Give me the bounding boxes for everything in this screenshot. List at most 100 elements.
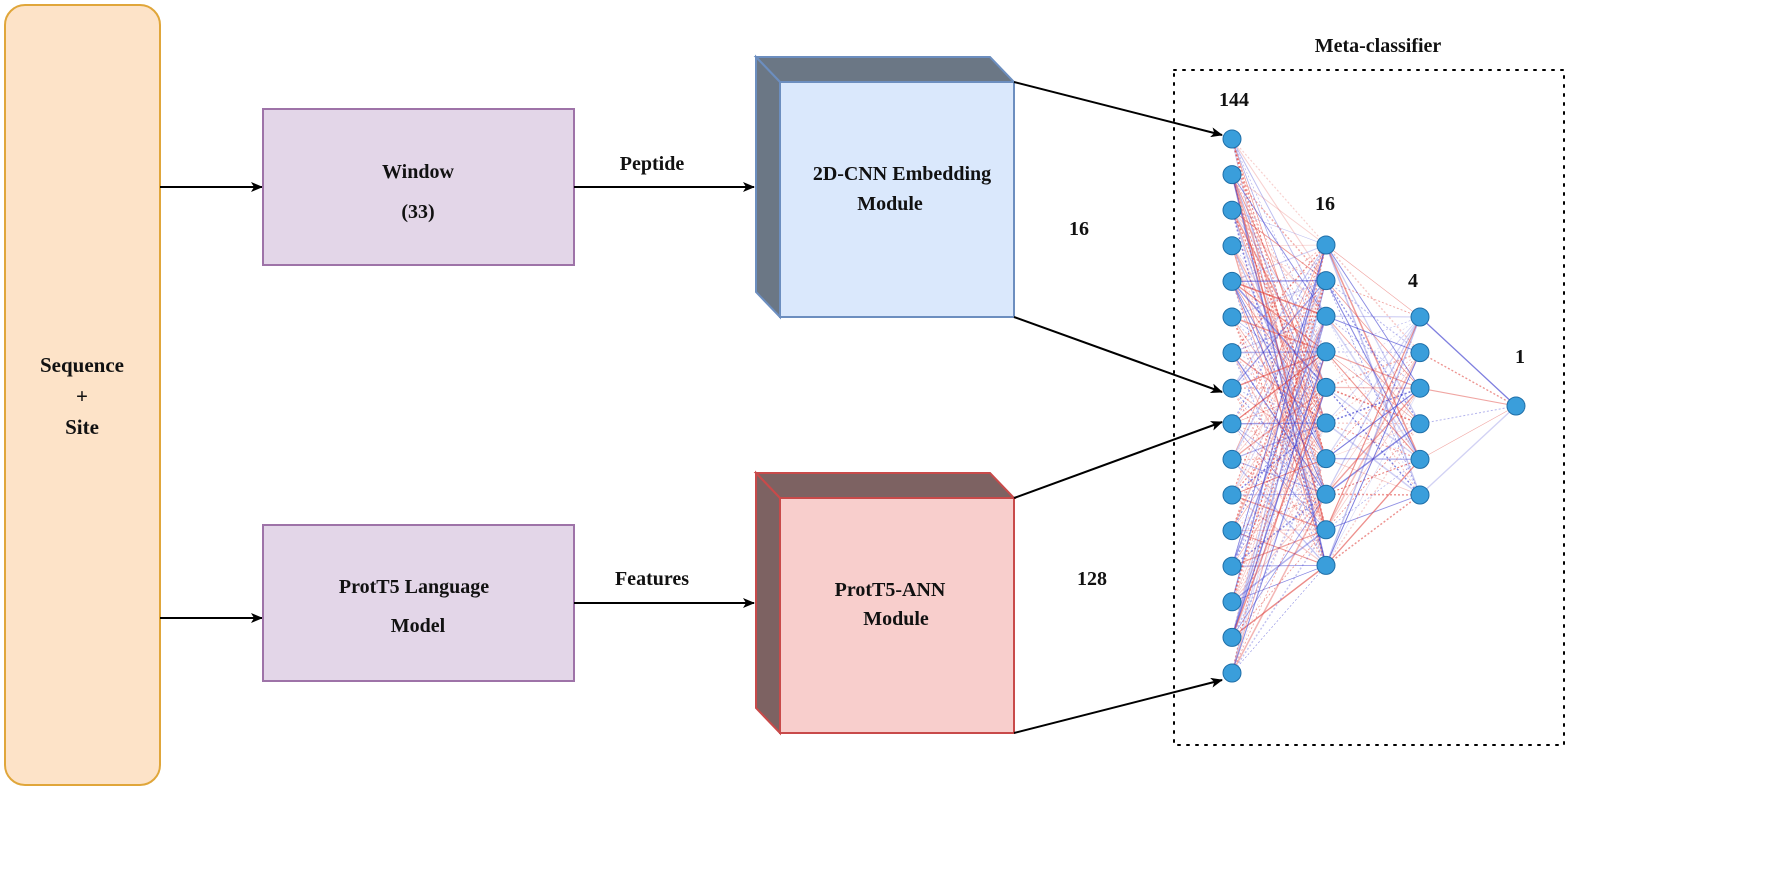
nn-edge-l0-2-0 bbox=[1231, 209, 1327, 246]
layer-label-144: 144 bbox=[1219, 89, 1249, 111]
nn-edge-l1-2-0 bbox=[1325, 315, 1421, 318]
nn-node-layer1-1 bbox=[1316, 271, 1336, 291]
nn-node-layer3-0 bbox=[1506, 396, 1526, 416]
nn-edge-l1-1-0 bbox=[1325, 280, 1421, 318]
nn-edge-l0-8-6 bbox=[1231, 423, 1327, 459]
nn-edge-l0-4-0 bbox=[1231, 244, 1327, 282]
window-label-line2: (33) bbox=[401, 201, 434, 223]
nn-node-layer0-7 bbox=[1222, 378, 1242, 398]
nn-edge-l0-1-3 bbox=[1231, 174, 1327, 352]
nn-edge-l0-3-0 bbox=[1231, 244, 1327, 247]
nn-edge-l1-6-5 bbox=[1325, 458, 1421, 496]
nn-edge-l0-0-1 bbox=[1231, 138, 1327, 281]
nn-edge-l2-4-0 bbox=[1419, 405, 1517, 460]
nn-edge-l0-15-3 bbox=[1231, 351, 1327, 674]
nn-node-layer1-6 bbox=[1316, 449, 1336, 469]
nn-edge-l0-15-8 bbox=[1231, 529, 1327, 674]
nn-edge-l1-9-0 bbox=[1325, 316, 1421, 566]
nn-node-layer0-8 bbox=[1222, 414, 1242, 434]
nn-edge-l1-7-2 bbox=[1325, 387, 1421, 495]
nn-edge-l1-0-0 bbox=[1325, 244, 1421, 318]
nn-node-layer2-5 bbox=[1410, 485, 1430, 505]
nn-node-layer0-11 bbox=[1222, 521, 1242, 541]
nn-node-layer1-2 bbox=[1316, 306, 1336, 326]
edge-label-peptide: Peptide bbox=[620, 153, 685, 175]
nn-edge-l0-2-8 bbox=[1231, 210, 1327, 530]
nn-edge-l1-3-4 bbox=[1325, 351, 1421, 460]
nn-edge-l1-3-3 bbox=[1325, 351, 1421, 425]
nn-node-layer0-10 bbox=[1222, 485, 1242, 505]
nn-edge-l2-3-0 bbox=[1419, 405, 1517, 425]
nn-edge-l0-8-1 bbox=[1231, 280, 1327, 425]
layer-label-16: 16 bbox=[1315, 193, 1335, 215]
nn-edge-l1-3-0 bbox=[1325, 316, 1421, 353]
ann-cube-top bbox=[753, 472, 1017, 499]
nn-node-layer0-5 bbox=[1222, 307, 1242, 327]
nn-edge-l0-11-4 bbox=[1231, 387, 1327, 531]
nn-edge-l1-3-2 bbox=[1325, 351, 1421, 389]
nn-edge-l1-2-3 bbox=[1325, 315, 1421, 425]
nn-node-layer0-13 bbox=[1222, 592, 1242, 612]
prott5-label-line1: ProtT5 Language bbox=[339, 576, 489, 598]
nn-edge-l1-4-1 bbox=[1325, 351, 1421, 389]
nn-node-layer0-2 bbox=[1222, 200, 1242, 220]
nn-edge-l1-7-0 bbox=[1325, 316, 1421, 495]
nn-edge-l0-4-1 bbox=[1231, 280, 1327, 282]
nn-edge-l0-13-0 bbox=[1231, 244, 1327, 602]
edge-label-features: Features bbox=[615, 568, 689, 590]
cnn-cube-top bbox=[753, 56, 1017, 83]
nn-edge-l0-13-7 bbox=[1231, 493, 1327, 603]
nn-edge-l0-14-3 bbox=[1231, 351, 1327, 638]
nn-edge-l0-12-3 bbox=[1231, 351, 1327, 567]
nn-edge-l0-8-0 bbox=[1231, 244, 1327, 425]
nn-edge-l0-7-0 bbox=[1231, 244, 1327, 389]
nn-edge-l1-9-3 bbox=[1325, 423, 1421, 566]
nn-node-layer0-0 bbox=[1222, 129, 1242, 149]
nn-edge-l1-8-4 bbox=[1325, 459, 1421, 531]
nn-edge-l1-8-0 bbox=[1325, 316, 1421, 531]
nn-edge-l0-14-0 bbox=[1231, 244, 1327, 638]
arrow-ann-bottom-to-meta bbox=[1013, 677, 1223, 734]
nn-edge-l0-0-2 bbox=[1231, 138, 1327, 317]
nn-node-layer0-12 bbox=[1222, 556, 1242, 576]
nn-edge-l0-14-2 bbox=[1231, 315, 1327, 638]
nn-edge-l0-12-4 bbox=[1231, 387, 1327, 567]
nn-edge-l0-13-3 bbox=[1231, 351, 1327, 602]
nn-node-layer0-15 bbox=[1222, 663, 1242, 683]
nn-node-layer0-1 bbox=[1222, 165, 1242, 185]
nn-edge-l0-6-4 bbox=[1231, 352, 1327, 388]
nn-node-layer2-2 bbox=[1410, 378, 1430, 398]
nn-edge-l0-15-4 bbox=[1231, 387, 1327, 674]
ann-module-label-line1: ProtT5-ANN bbox=[835, 579, 946, 601]
nn-node-layer0-14 bbox=[1222, 627, 1242, 647]
nn-edge-l1-5-0 bbox=[1325, 316, 1421, 424]
window-box bbox=[262, 108, 575, 266]
nn-nodes bbox=[1222, 129, 1526, 683]
meta-classifier: Meta-classifier 144 16 4 1 bbox=[1173, 35, 1565, 746]
cnn-module-cube: 2D-CNN Embedding Module bbox=[753, 54, 1017, 320]
meta-classifier-title: Meta-classifier bbox=[1315, 35, 1442, 57]
input-label-line3: Site bbox=[65, 415, 99, 439]
nn-node-layer0-3 bbox=[1222, 236, 1242, 256]
nn-edge-l0-5-4 bbox=[1231, 316, 1327, 388]
nn-edge-l0-2-1 bbox=[1231, 209, 1327, 281]
nn-edge-l0-8-3 bbox=[1231, 351, 1327, 425]
nn-edge-l0-3-1 bbox=[1231, 245, 1327, 282]
nn-edge-l0-4-3 bbox=[1231, 280, 1327, 353]
nn-node-layer1-8 bbox=[1316, 520, 1336, 540]
nn-node-layer1-3 bbox=[1316, 342, 1336, 362]
cnn-cube-side bbox=[755, 54, 781, 320]
nn-edge-l1-1-4 bbox=[1325, 280, 1421, 460]
prott5-label-line2: Model bbox=[391, 615, 446, 637]
nn-edge-l1-8-1 bbox=[1325, 352, 1421, 531]
nn-edge-l0-12-0 bbox=[1231, 244, 1327, 567]
nn-edge-l0-15-7 bbox=[1231, 493, 1327, 674]
meta-classifier-frame bbox=[1173, 69, 1565, 746]
nn-edge-l1-9-5 bbox=[1325, 494, 1421, 566]
nn-edge-l0-15-6 bbox=[1231, 458, 1327, 674]
ann-module-cube: ProtT5-ANN Module bbox=[753, 470, 1017, 736]
prott5-block: ProtT5 Language Model bbox=[262, 524, 575, 682]
nn-node-layer1-9 bbox=[1316, 555, 1336, 575]
nn-edge-l0-7-5 bbox=[1231, 387, 1327, 424]
